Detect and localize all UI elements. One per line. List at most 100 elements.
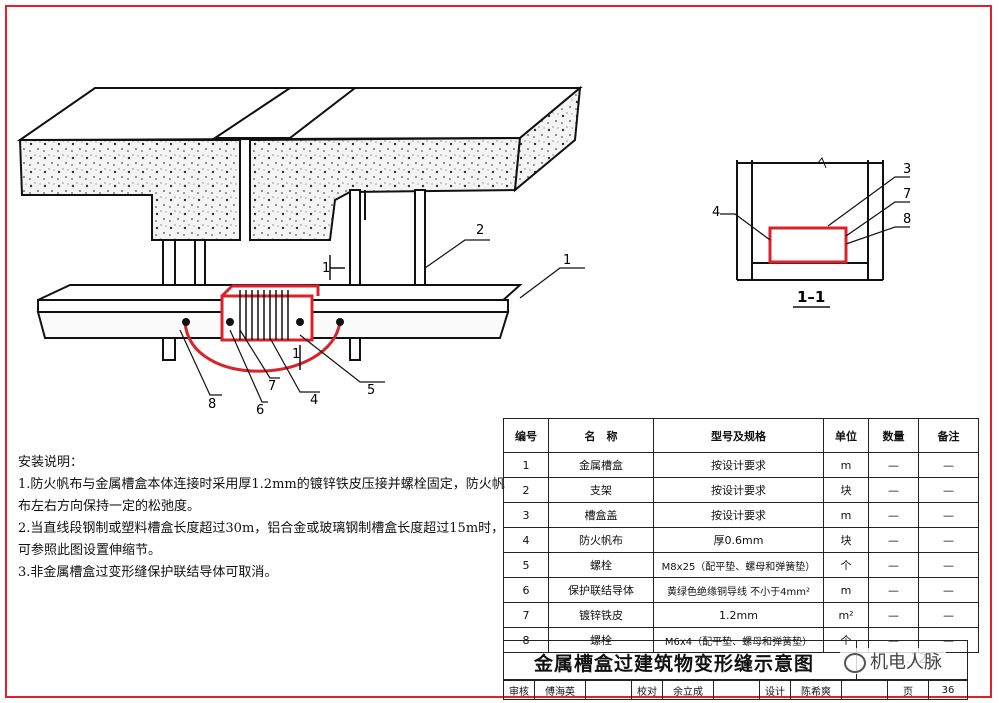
table-cell: 5 (503, 552, 549, 578)
sign-cell: 设计 (760, 681, 791, 699)
signature-image (842, 681, 888, 699)
section-callout-3: 3 (903, 162, 911, 177)
table-cell: — (868, 502, 919, 528)
drawing-title: 金属槽盒过建筑物变形缝示意图 (534, 653, 815, 675)
table-cell: m² (823, 602, 869, 628)
callout-6: 6 (256, 403, 264, 418)
section-callout-7: 7 (903, 187, 911, 202)
sign-cell: 审核 (504, 681, 535, 699)
table-cell: — (918, 452, 979, 478)
header-cell: 备注 (918, 418, 979, 453)
table-cell: 槽盒盖 (548, 502, 654, 528)
callout-labels: 1 2 4 5 6 7 8 1 1 (208, 223, 571, 418)
table-cell: 1 (503, 452, 549, 478)
section-mark-bottom: 1 (292, 347, 300, 362)
notes-line-4: 可参照此图设置伸缩节。 (18, 543, 162, 558)
section-callout-8: 8 (903, 212, 911, 227)
table-cell: — (868, 477, 919, 503)
bonding-conductor (183, 321, 342, 373)
notes-line-1: 1.防火帆布与金属槽盒本体连接时采用厚1.2mm的镀锌铁皮压接并螺栓固定，防火帆 (18, 477, 505, 492)
section-1-1-drawing (736, 157, 884, 281)
table-cell: 2 (503, 477, 549, 503)
table-cell: 保护联结导体 (548, 577, 654, 603)
header-cell: 名 称 (548, 418, 654, 453)
table-cell: 按设计要求 (653, 452, 824, 478)
table-cell: 支架 (548, 477, 654, 503)
table-cell: 螺栓 (548, 552, 654, 578)
signature-image (586, 681, 632, 699)
table-cell: 黄绿色绝缘铜导线 不小于4mm² (653, 577, 824, 603)
sign-cell: 傅海英 (535, 681, 586, 699)
table-cell: 镀锌铁皮 (548, 602, 654, 628)
table-header-row: 编号 名 称 型号及规格 单位 数量 备注 (503, 418, 979, 453)
table-cell: — (868, 527, 919, 553)
section-cut-marks (299, 255, 345, 370)
sign-cell: 页 (888, 681, 929, 699)
table-cell: — (918, 477, 979, 503)
table-cell: — (868, 602, 919, 628)
watermark: 机电人脉 (840, 648, 946, 674)
callout-2: 2 (476, 223, 484, 238)
table-cell: 按设计要求 (653, 477, 824, 503)
sign-cell: 校对 (632, 681, 663, 699)
table-cell: 按设计要求 (653, 502, 824, 528)
section-labels: 3 4 7 8 1–1 (712, 162, 911, 306)
table-row: 5 螺栓 M8x25（配平垫、螺母和弹簧垫） 个 — — (503, 552, 979, 578)
table-row: 4 防火帆布 厚0.6mm 块 — — (503, 527, 979, 553)
section-mark-top: 1 (322, 261, 330, 276)
section-title: 1–1 (797, 288, 825, 306)
table-cell: 4 (503, 527, 549, 553)
header-cell: 单位 (823, 418, 869, 453)
table-row: 3 槽盒盖 按设计要求 m — — (503, 502, 979, 528)
table-cell: — (918, 552, 979, 578)
installation-notes: 安装说明： 1.防火帆布与金属槽盒本体连接时采用厚1.2mm的镀锌铁皮压接并螺栓… (18, 452, 505, 584)
notes-line-2: 布左右方向保持一定的松弛度。 (18, 499, 201, 514)
table-cell: M8x25（配平垫、螺母和弹簧垫） (653, 552, 824, 578)
table-cell: — (918, 527, 979, 553)
table-row: 6 保护联结导体 黄绿色绝缘铜导线 不小于4mm² m — — (503, 577, 979, 603)
table-cell: m (823, 502, 869, 528)
wechat-icon (844, 653, 866, 673)
callout-7: 7 (268, 379, 276, 394)
table-row: 2 支架 按设计要求 块 — — (503, 477, 979, 503)
callout-5: 5 (367, 383, 375, 398)
callout-8: 8 (208, 397, 216, 412)
watermark-text: 机电人脉 (870, 652, 942, 673)
table-row: 7 镀锌铁皮 1.2mm m² — — (503, 602, 979, 628)
table-cell: 个 (823, 552, 869, 578)
notes-heading: 安装说明： (18, 455, 84, 470)
header-cell: 编号 (503, 418, 549, 453)
table-cell: m (823, 577, 869, 603)
table-cell: — (868, 577, 919, 603)
header-cell: 数量 (868, 418, 919, 453)
fire-cloth-bellows (220, 284, 320, 342)
table-cell: 块 (823, 477, 869, 503)
table-cell: 3 (503, 502, 549, 528)
table-cell: 金属槽盒 (548, 452, 654, 478)
notes-line-5: 3.非金属槽盒过变形缝保护联结导体可取消。 (18, 565, 278, 580)
table-cell: — (918, 577, 979, 603)
material-table: 编号 名 称 型号及规格 单位 数量 备注 1 金属槽盒 按设计要求 m — —… (503, 418, 979, 653)
table-cell: 块 (823, 527, 869, 553)
table-cell: m (823, 452, 869, 478)
concrete-slab (16, 85, 583, 241)
header-cell: 型号及规格 (653, 418, 824, 453)
callout-1: 1 (563, 253, 571, 268)
signature-row: 审核 傅海英 校对 余立成 设计 陈希爽 页 36 (503, 680, 968, 700)
table-cell: — (918, 502, 979, 528)
section-leaders (720, 176, 910, 245)
section-callout-4: 4 (712, 205, 720, 220)
sign-cell: 陈希爽 (791, 681, 842, 699)
notes-line-3: 2.当直线段钢制或塑料槽盒长度超过30m，铝合金或玻璃钢制槽盒长度超过15m时， (18, 521, 505, 536)
sign-cell: 余立成 (663, 681, 714, 699)
table-cell: — (868, 452, 919, 478)
table-cell: 厚0.6mm (653, 527, 824, 553)
drawing-frame (5, 5, 992, 698)
table-cell: 7 (503, 602, 549, 628)
leader-lines (179, 239, 585, 403)
table-cell: 1.2mm (653, 602, 824, 628)
table-cell: 防火帆布 (548, 527, 654, 553)
table-cell: — (918, 602, 979, 628)
table-row: 1 金属槽盒 按设计要求 m — — (503, 452, 979, 478)
